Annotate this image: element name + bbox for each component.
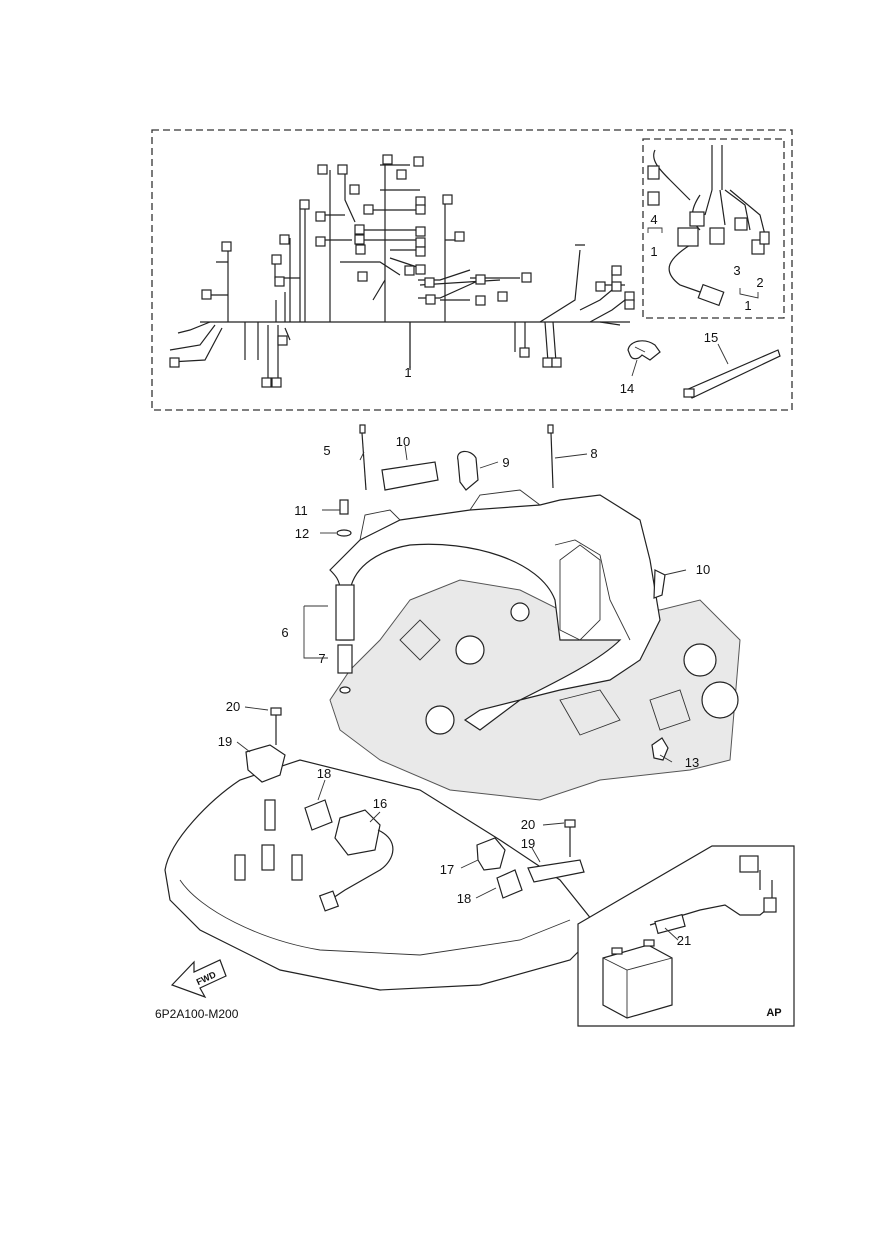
callout-labels: 1 1 1 2 3 4 5 6 7 8 9 10 10 11 12 13 14 …: [218, 212, 764, 948]
callout-19a: 19: [218, 734, 232, 749]
callout-8: 8: [590, 446, 597, 461]
callout-21: 21: [677, 933, 691, 948]
grommet-left: [304, 799, 333, 831]
callout-16: 16: [373, 796, 387, 811]
cable-tie: [683, 349, 781, 399]
fwd-arrow-icon: [170, 959, 227, 999]
wire-harness: [169, 164, 630, 380]
harness-connector: [354, 224, 365, 235]
callout-14: 14: [620, 381, 634, 396]
callout-20a: 20: [226, 699, 240, 714]
diagram-code: 6P2A100-M200: [155, 1007, 239, 1021]
harness-connector: [261, 377, 272, 388]
harness-connector: [396, 169, 407, 180]
harness-connector: [169, 357, 180, 368]
harness-connector: [221, 241, 232, 252]
callout-1a: 1: [404, 365, 411, 380]
callout-11: 11: [294, 503, 308, 518]
grommet-right: [496, 869, 523, 899]
harness-connector: [277, 335, 288, 346]
callout-10a: 10: [396, 434, 410, 449]
harness-connector: [317, 164, 328, 175]
harness-connector: [611, 281, 622, 292]
harness-connector: [355, 244, 366, 255]
inset-tag: AP: [766, 1007, 781, 1019]
harness-connector: [475, 295, 486, 306]
harness-connector: [611, 265, 622, 276]
callout-1b: 1: [650, 244, 657, 259]
callout-13: 13: [685, 755, 699, 770]
part-ties-clips: [336, 424, 669, 761]
harness-connector: [413, 156, 424, 167]
harness-connector: [363, 204, 374, 215]
callout-3: 3: [733, 263, 740, 278]
rectifier-regulator: [318, 809, 394, 912]
harness-connector: [315, 236, 326, 247]
callout-7: 7: [318, 651, 325, 666]
sub-harness-inset: [647, 145, 770, 307]
harness-connector: [404, 265, 415, 276]
wire-harness-frame: [151, 129, 793, 411]
harness-connector: [271, 377, 282, 388]
bracket-right: [527, 859, 585, 883]
harness-connectors: [169, 154, 635, 388]
callout-6: 6: [281, 625, 288, 640]
cable-clamp: [627, 340, 661, 361]
callout-12: 12: [295, 526, 309, 541]
callout-18a: 18: [317, 766, 331, 781]
harness-connector: [624, 299, 635, 310]
battery-inset: [577, 845, 795, 1027]
harness-connector: [415, 246, 426, 257]
harness-connector: [415, 237, 426, 248]
harness-connector: [382, 154, 393, 165]
harness-connector: [551, 357, 562, 368]
harness-connector: [425, 294, 436, 305]
harness-connector: [521, 272, 532, 283]
harness-connector: [279, 234, 290, 245]
callout-2: 2: [756, 275, 763, 290]
engine-block-sketch: [329, 579, 741, 801]
callout-5: 5: [323, 443, 330, 458]
harness-connector: [315, 211, 326, 222]
harness-connector: [349, 184, 360, 195]
harness-connector: [415, 226, 426, 237]
bracket-left: [245, 744, 286, 783]
harness-connector: [542, 357, 553, 368]
harness-connector: [274, 276, 285, 287]
harness-connector: [424, 277, 435, 288]
harness-connector: [595, 281, 606, 292]
callout-18b: 18: [457, 891, 471, 906]
callout-9: 9: [502, 455, 509, 470]
harness-connector: [271, 254, 282, 265]
harness-connector: [415, 204, 426, 215]
leader-lines: [236, 322, 729, 941]
harness-connector: [357, 271, 368, 282]
harness-connector: [454, 231, 465, 242]
bottom-cowling: [164, 759, 601, 991]
harness-connector: [337, 164, 348, 175]
harness-connector: [442, 194, 453, 205]
callout-19b: 19: [521, 836, 535, 851]
callout-15: 15: [704, 330, 718, 345]
electrical-box-cover: [329, 489, 661, 731]
callout-20b: 20: [521, 817, 535, 832]
harness-connector: [354, 234, 365, 245]
harness-connector: [415, 264, 426, 275]
bolts: [270, 707, 576, 857]
harness-connector: [201, 289, 212, 300]
harness-connector: [497, 291, 508, 302]
callout-1c: 1: [744, 298, 751, 313]
callout-4: 4: [650, 212, 657, 227]
harness-connector: [519, 347, 530, 358]
callout-17: 17: [440, 862, 454, 877]
harness-connector: [475, 274, 486, 285]
harness-connector: [299, 199, 310, 210]
callout-10b: 10: [696, 562, 710, 577]
